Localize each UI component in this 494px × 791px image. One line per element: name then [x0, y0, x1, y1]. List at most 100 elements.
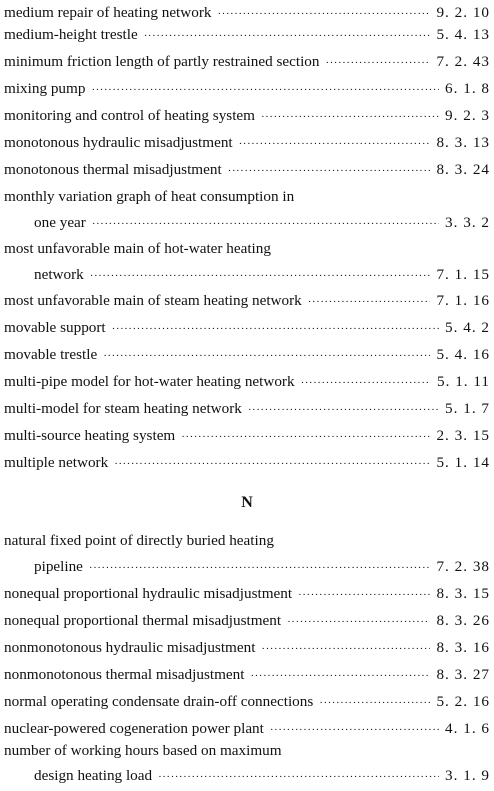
- index-entry: multiple network 5. 1. 14: [4, 450, 490, 476]
- section-number: 4. 1. 6: [445, 720, 490, 737]
- index-term: multi-model for steam heating network: [4, 400, 242, 417]
- index-entry: number of working hours based on maximum: [4, 738, 490, 764]
- index-entry: normal operating condensate drain-off co…: [4, 689, 490, 715]
- dot-leader: [181, 424, 430, 450]
- section-number: 2. 3. 15: [436, 427, 490, 444]
- index-entry-continuation: one year 3. 3. 2: [34, 210, 490, 236]
- index-term: most unfavorable main of steam heating n…: [4, 292, 302, 309]
- section-number: 5. 1. 14: [436, 454, 490, 471]
- section-number: 5. 1. 11: [437, 373, 490, 390]
- index-term: nuclear-powered cogeneration power plant: [4, 720, 264, 737]
- index-entry: movable support 5. 4. 2: [4, 315, 490, 341]
- section-number: 5. 4. 16: [436, 346, 490, 363]
- section-number: 8. 3. 26: [436, 612, 490, 629]
- index-entry: medium repair of heating network 9. 2. 10: [4, 0, 490, 26]
- index-entry: nuclear-powered cogeneration power plant…: [4, 716, 490, 742]
- dot-leader: [158, 764, 439, 790]
- dot-leader: [103, 343, 430, 369]
- index-term: medium repair of heating network: [4, 4, 212, 21]
- section-number: 7. 2. 38: [436, 558, 490, 575]
- dot-leader: [91, 77, 439, 103]
- dot-leader: [112, 316, 439, 342]
- index-term: multi-source heating system: [4, 427, 176, 444]
- index-term: medium-height trestle: [4, 26, 138, 43]
- index-term: monitoring and control of heating system: [4, 107, 255, 124]
- index-term: nonmonotonous hydraulic misadjustment: [4, 639, 256, 656]
- index-term: normal operating condensate drain-off co…: [4, 693, 314, 710]
- index-term: nonequal proportional hydraulic misadjus…: [4, 585, 293, 602]
- dot-leader: [92, 211, 439, 237]
- dot-leader: [325, 50, 430, 76]
- index-term: pipeline: [34, 558, 83, 575]
- index-term: movable support: [4, 319, 106, 336]
- section-number: 3. 1. 9: [445, 767, 490, 784]
- section-number: 5. 2. 16: [436, 693, 490, 710]
- section-number: 8. 3. 13: [436, 134, 490, 151]
- dot-leader: [90, 263, 431, 289]
- dot-leader: [89, 555, 431, 581]
- dot-leader: [298, 582, 430, 608]
- index-entry-continuation: design heating load 3. 1. 9: [34, 763, 490, 789]
- section-number: 9. 2. 10: [436, 4, 490, 21]
- dot-leader: [239, 131, 431, 157]
- section-number: 8. 3. 15: [436, 585, 490, 602]
- index-entry-continuation: network 7. 1. 15: [34, 262, 490, 288]
- index-entry: monitoring and control of heating system…: [4, 103, 490, 129]
- dot-leader: [287, 609, 430, 635]
- index-entry: multi-pipe model for hot-water heating n…: [4, 369, 490, 395]
- index-entry: monotonous thermal misadjustment 8. 3. 24: [4, 157, 490, 183]
- index-entry-continuation: pipeline 7. 2. 38: [34, 554, 490, 580]
- index-entry: nonequal proportional hydraulic misadjus…: [4, 581, 490, 607]
- section-number: 6. 1. 8: [445, 80, 490, 97]
- index-term: design heating load: [34, 767, 153, 784]
- index-entry: nonequal proportional thermal misadjustm…: [4, 608, 490, 634]
- section-number: 5. 4. 13: [436, 26, 490, 43]
- index-entry: nonmonotonous hydraulic misadjustment 8. …: [4, 635, 490, 661]
- section-number: 7. 1. 16: [436, 292, 490, 309]
- section-heading-letter: N: [241, 494, 253, 511]
- index-term: mixing pump: [4, 80, 86, 97]
- index-term: number of working hours based on maximum: [4, 742, 282, 759]
- section-number: 8. 3. 16: [436, 639, 490, 656]
- section-number: 3. 3. 2: [445, 214, 490, 231]
- dot-leader: [114, 451, 430, 477]
- index-entry: most unfavorable main of steam heating n…: [4, 288, 490, 314]
- index-entry: monthly variation graph of heat consumpt…: [4, 184, 490, 210]
- dot-leader: [248, 397, 439, 423]
- dot-leader: [319, 690, 430, 716]
- section-number: 7. 2. 43: [436, 53, 490, 70]
- dot-leader: [250, 663, 430, 689]
- index-entry: movable trestle 5. 4. 16: [4, 342, 490, 368]
- index-term: monotonous hydraulic misadjustment: [4, 134, 233, 151]
- section-number: 8. 3. 27: [436, 666, 490, 683]
- dot-leader: [301, 370, 431, 396]
- index-term: monotonous thermal misadjustment: [4, 161, 222, 178]
- index-entry: monotonous hydraulic misadjustment 8. 3. …: [4, 130, 490, 156]
- index-term: most unfavorable main of hot-water heati…: [4, 240, 271, 257]
- index-term: natural fixed point of directly buried h…: [4, 532, 274, 549]
- section-number: 5. 4. 2: [445, 319, 490, 336]
- index-entry: multi-model for steam heating network5. …: [4, 396, 490, 422]
- index-term: multiple network: [4, 454, 109, 471]
- section-number: 7. 1. 15: [436, 266, 490, 283]
- index-term: one year: [34, 214, 86, 231]
- dot-leader: [228, 158, 431, 184]
- section-number: 8. 3. 24: [436, 161, 490, 178]
- index-term: nonequal proportional thermal misadjustm…: [4, 612, 282, 629]
- dot-leader: [144, 23, 431, 49]
- index-entry: multi-source heating system 2. 3. 15: [4, 423, 490, 449]
- section-number: 9. 2. 3: [445, 107, 490, 124]
- index-entry: natural fixed point of directly buried h…: [4, 528, 490, 554]
- index-term: minimum friction length of partly restra…: [4, 53, 320, 70]
- index-entry: most unfavorable main of hot-water heati…: [4, 236, 490, 262]
- dot-leader: [261, 104, 439, 130]
- index-term: monthly variation graph of heat consumpt…: [4, 188, 295, 205]
- index-entry: mixing pump 6. 1. 8: [4, 76, 490, 102]
- index-term: network: [34, 266, 84, 283]
- index-term: multi-pipe model for hot-water heating n…: [4, 373, 295, 390]
- dot-leader: [261, 636, 430, 662]
- index-term: movable trestle: [4, 346, 98, 363]
- index-entry: medium-height trestle 5. 4. 13: [4, 22, 490, 48]
- index-entry: nonmonotonous thermal misadjustment8. 3.…: [4, 662, 490, 688]
